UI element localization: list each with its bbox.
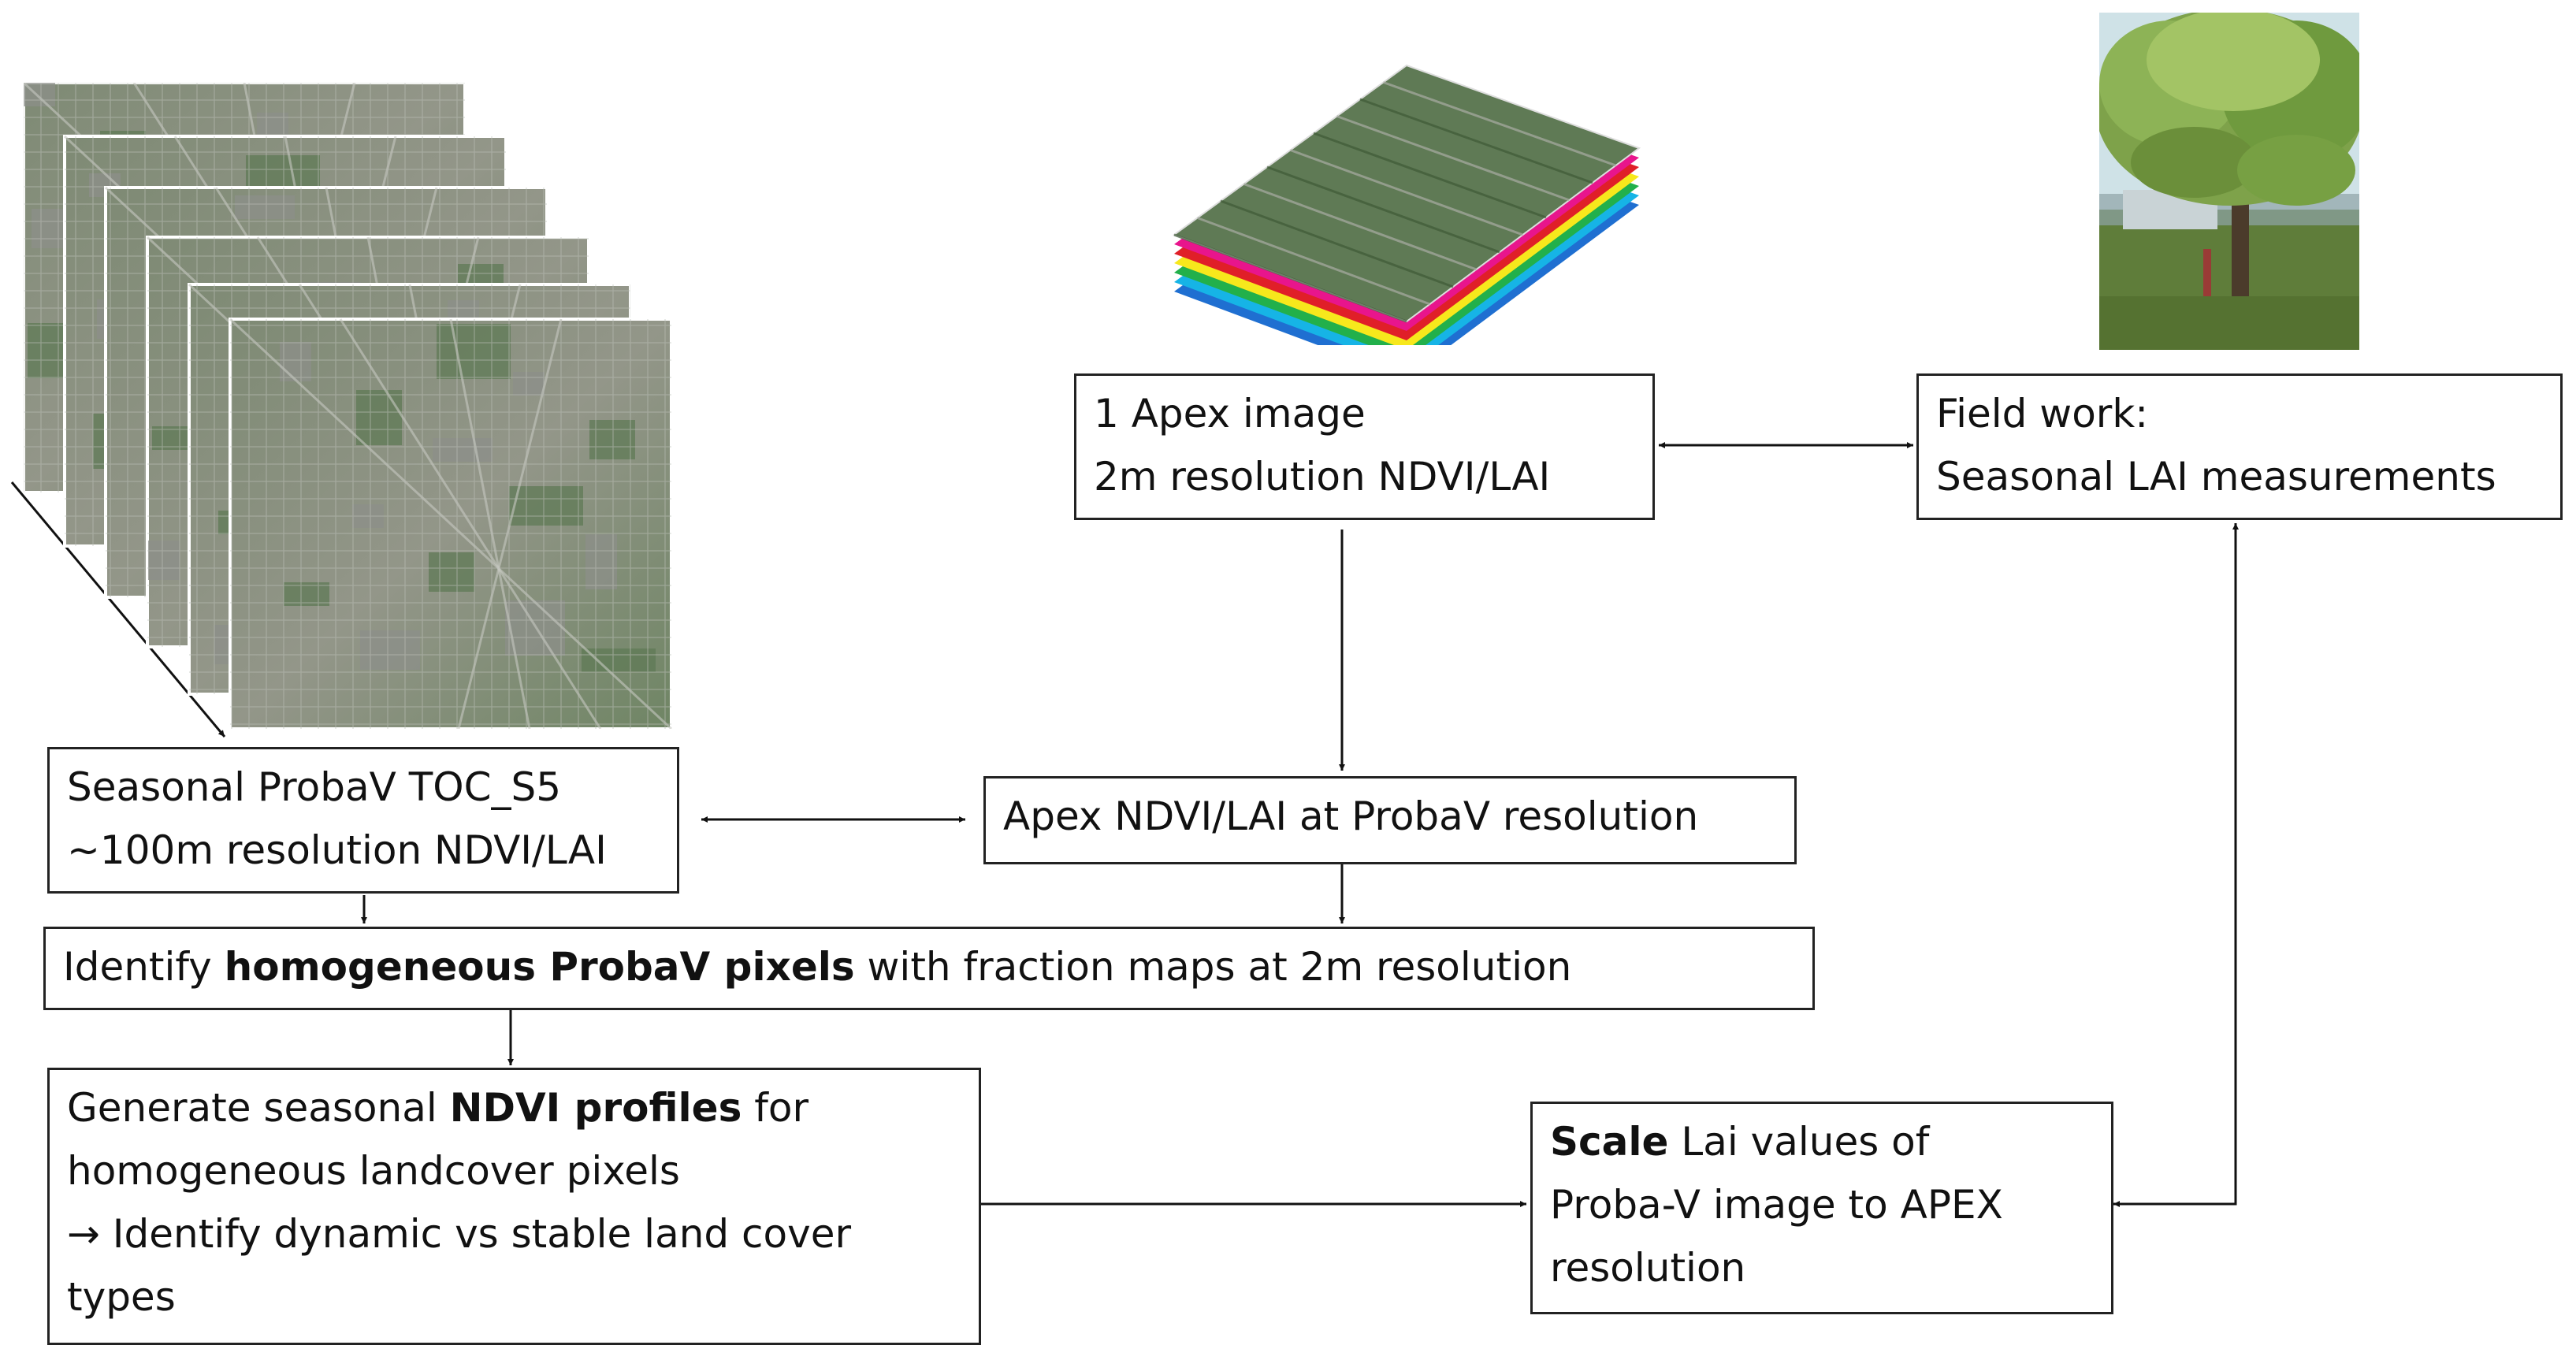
apex-image-line2: 2m resolution NDVI/LAI xyxy=(1094,454,1551,500)
identify-prefix: Identify xyxy=(63,944,225,990)
field-work-box: Field work: Seasonal LAI measurements xyxy=(1916,373,2563,520)
field-work-line2: Seasonal LAI measurements xyxy=(1936,454,2496,500)
scale-line2: Proba-V image to APEX xyxy=(1550,1182,2003,1228)
scale-box: Scale Lai values of Proba-V image to APE… xyxy=(1530,1102,2113,1314)
apex-image-line1: 1 Apex image xyxy=(1094,391,1366,437)
probav-line2: ~100m resolution NDVI/LAI xyxy=(67,827,607,873)
field-photo-tree xyxy=(2099,13,2359,350)
apex-image-box: 1 Apex image 2m resolution NDVI/LAI xyxy=(1074,373,1655,520)
apex-image-cube xyxy=(1172,64,1641,345)
generate-suffix: for xyxy=(742,1085,809,1131)
probav-box: Seasonal ProbaV TOC_S5 ~100m resolution … xyxy=(47,747,679,894)
probav-line1: Seasonal ProbaV TOC_S5 xyxy=(67,764,562,810)
generate-line3: → Identify dynamic vs stable land cover xyxy=(67,1211,852,1257)
identify-suffix: with fraction maps at 2m resolution xyxy=(854,944,1572,990)
scale-bold: Scale xyxy=(1550,1119,1669,1165)
arrow-fieldwork-scale xyxy=(2113,523,2239,1207)
generate-line2: homogeneous landcover pixels xyxy=(67,1148,680,1194)
generate-line4: types xyxy=(67,1274,176,1320)
field-work-line1: Field work: xyxy=(1936,391,2149,437)
scale-line3: resolution xyxy=(1550,1245,1746,1291)
apex-at-probav-line1: Apex NDVI/LAI at ProbaV resolution xyxy=(1003,793,1699,839)
generate-line1: Generate seasonal NDVI profiles for xyxy=(67,1076,961,1139)
stack-tile xyxy=(229,318,673,729)
generate-prefix: Generate seasonal xyxy=(67,1085,450,1131)
scale-line1: Scale Lai values of xyxy=(1550,1110,2094,1173)
generate-box: Generate seasonal NDVI profiles for homo… xyxy=(47,1068,981,1345)
apex-at-probav-box: Apex NDVI/LAI at ProbaV resolution xyxy=(983,776,1797,864)
generate-bold: NDVI profiles xyxy=(449,1085,742,1131)
identify-box: Identify homogeneous ProbaV pixels with … xyxy=(43,927,1815,1010)
probav-image-stack xyxy=(24,83,673,729)
identify-line: Identify homogeneous ProbaV pixels with … xyxy=(63,935,1795,998)
identify-bold: homogeneous ProbaV pixels xyxy=(224,944,855,990)
scale-suffix: Lai values of xyxy=(1668,1119,1930,1165)
